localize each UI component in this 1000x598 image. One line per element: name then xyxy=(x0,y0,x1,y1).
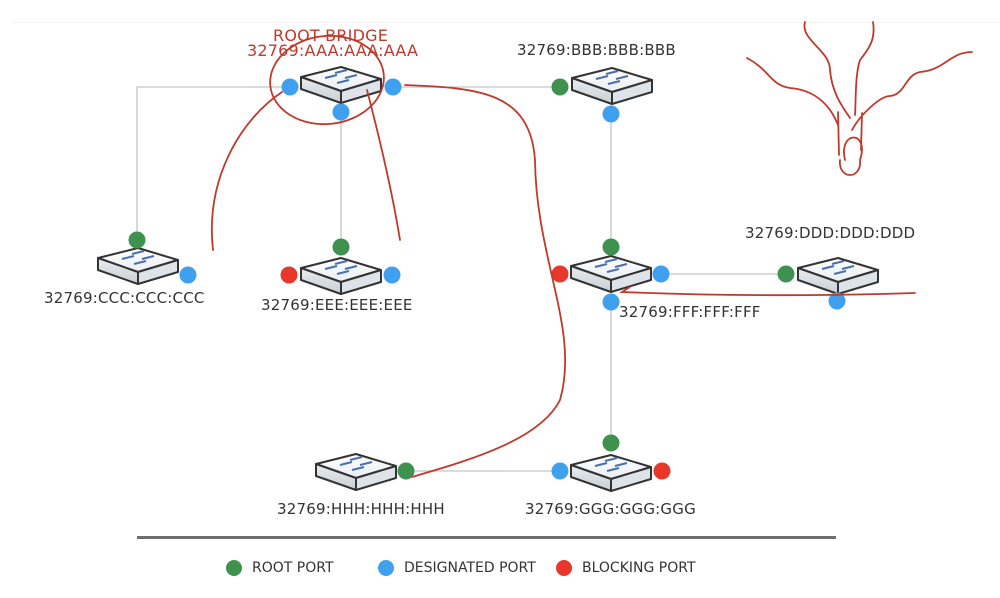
switch-bbb[interactable] xyxy=(571,67,653,105)
bridge-id-bbb: 32769:BBB:BBB:BBB xyxy=(517,41,676,59)
bridge-id-ddd: 32769:DDD:DDD:DDD xyxy=(745,224,916,242)
root-port-fff xyxy=(602,238,620,256)
switch-ccc[interactable] xyxy=(97,247,179,285)
blocking-port-dot-icon xyxy=(556,560,572,576)
top-border xyxy=(12,22,1000,23)
annotation-line-root xyxy=(366,89,401,241)
bridge-id-fff: 32769:FFF:FFF:FFF xyxy=(619,303,761,321)
designated-port-aaa xyxy=(332,103,350,121)
root-bridge-annotation: ROOT BRIDGE xyxy=(273,26,389,45)
legend-divider xyxy=(137,536,836,539)
switch-ddd[interactable] xyxy=(797,257,879,295)
legend-label: ROOT PORT xyxy=(252,560,334,576)
blocking-port-fff xyxy=(551,265,569,283)
legend-item-blocking-port: BLOCKING PORT xyxy=(556,560,696,576)
root-port-ggg xyxy=(602,434,620,452)
designated-port-aaa xyxy=(281,78,299,96)
legend-label: DESIGNATED PORT xyxy=(404,560,536,576)
root-port-bbb xyxy=(551,78,569,96)
annotation-tree-sketch xyxy=(746,21,973,176)
legend-label: BLOCKING PORT xyxy=(582,560,696,576)
root-port-ddd xyxy=(777,265,795,283)
links xyxy=(136,86,786,472)
switch-ggg[interactable] xyxy=(570,454,652,492)
bridge-id-ccc: 32769:CCC:CCC:CCC xyxy=(44,289,205,307)
designated-port-aaa xyxy=(384,78,402,96)
designated-port-fff xyxy=(652,265,670,283)
root-port-hhh xyxy=(397,462,415,480)
bridge-id-hhh: 32769:HHH:HHH:HHH xyxy=(277,500,445,518)
switch-eee[interactable] xyxy=(300,257,382,295)
bridge-id-aaa: 32769:AAA:AAA:AAA xyxy=(247,41,419,60)
annotations xyxy=(211,21,973,478)
ports xyxy=(128,78,846,480)
root-port-eee xyxy=(332,238,350,256)
link-aaa-ccc xyxy=(136,86,290,240)
bridge-id-ggg: 32769:GGG:GGG:GGG xyxy=(525,500,696,518)
legend: ROOT PORT DESIGNATED PORT BLOCKING PORT xyxy=(0,560,1000,582)
bridge-id-eee: 32769:EEE:EEE:EEE xyxy=(261,296,413,314)
switch-hhh[interactable] xyxy=(315,453,397,491)
designated-port-eee xyxy=(383,266,401,284)
designated-port-ddd xyxy=(828,292,846,310)
designated-port-fff xyxy=(602,293,620,311)
legend-item-root-port: ROOT PORT xyxy=(226,560,334,576)
legend-item-designated-port: DESIGNATED PORT xyxy=(378,560,536,576)
designated-port-ggg xyxy=(551,462,569,480)
designated-port-bbb xyxy=(602,105,620,123)
root-bridge-circle-annotation xyxy=(269,34,385,126)
annotation-curve-long xyxy=(404,84,567,478)
designated-port-dot-icon xyxy=(378,560,394,576)
annotation-curve-left xyxy=(211,91,283,251)
switch-fff[interactable] xyxy=(570,255,652,293)
blocking-port-ggg xyxy=(653,462,671,480)
root-port-dot-icon xyxy=(226,560,242,576)
designated-port-ccc xyxy=(179,266,197,284)
root-port-ccc xyxy=(128,231,146,249)
annotation-arrow-fff xyxy=(619,286,916,297)
blocking-port-eee xyxy=(280,266,298,284)
